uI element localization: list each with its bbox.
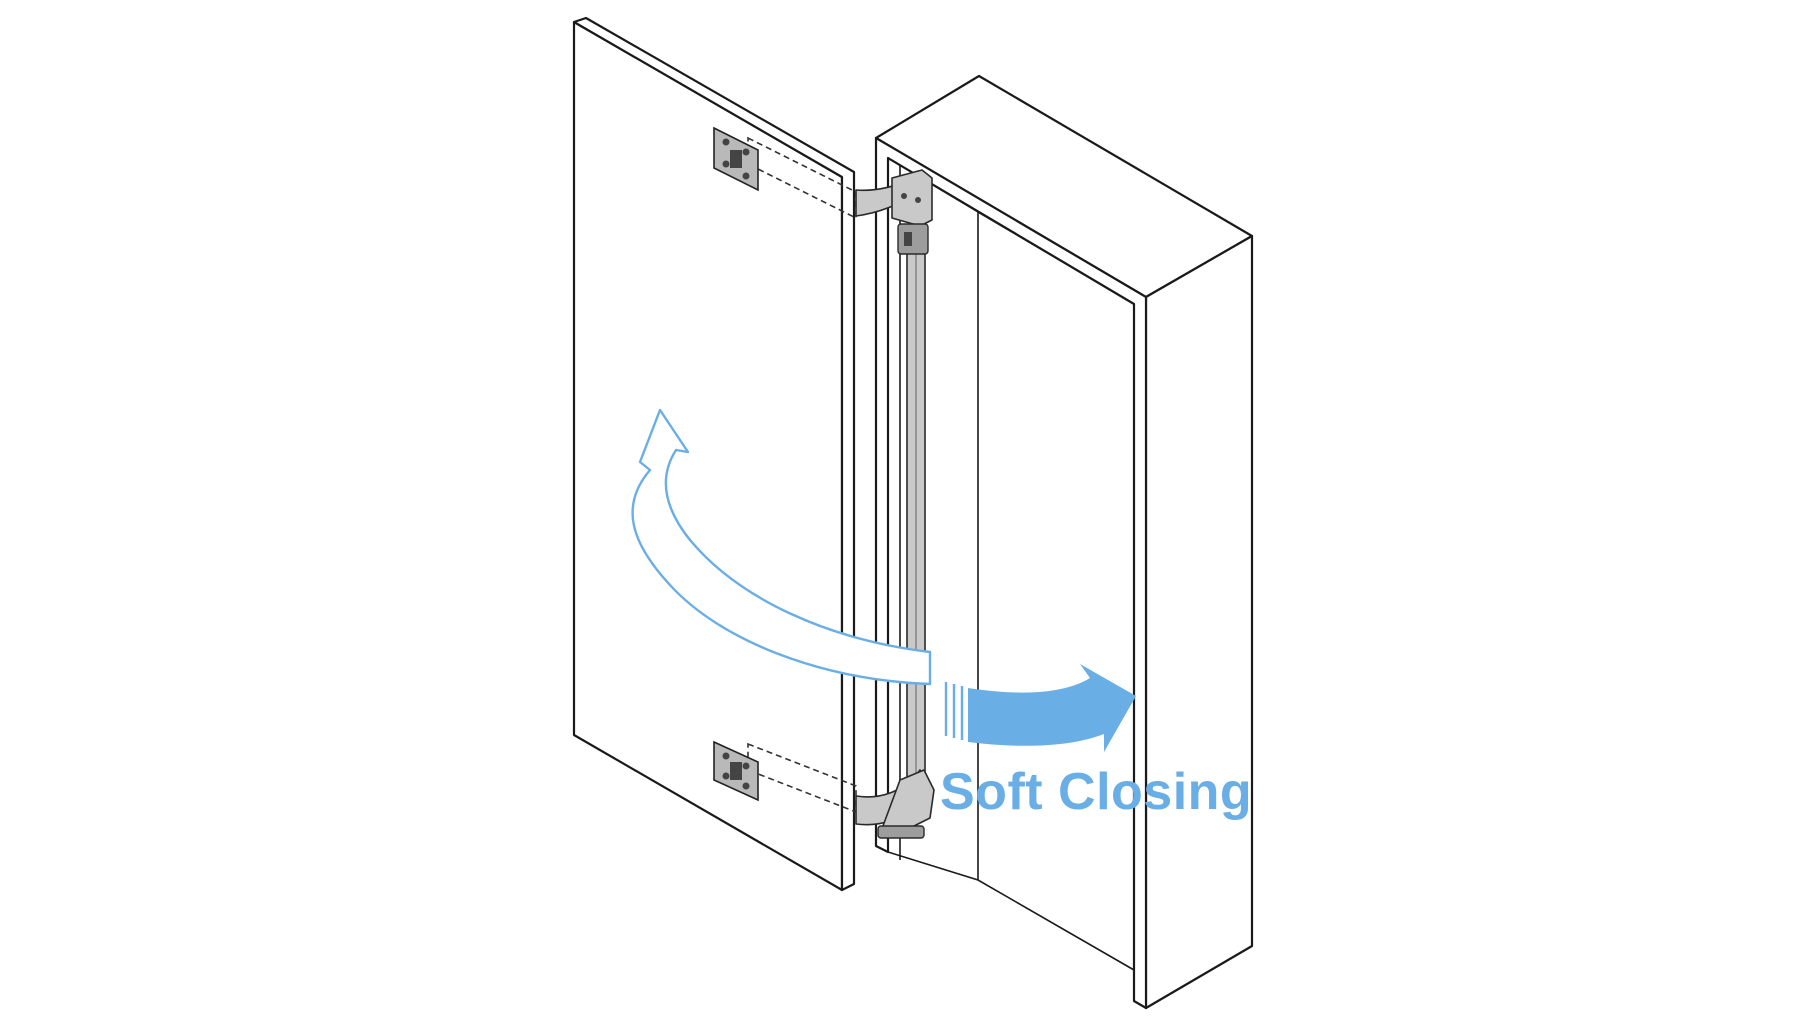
bottom-hinge [713, 740, 935, 839]
soft-closing-label: Soft Closing [940, 763, 1253, 821]
cabinet-side-face [1144, 234, 1254, 1010]
closing-motion-arrow [631, 408, 1136, 752]
arrow-solid-head [968, 664, 1136, 752]
door [572, 16, 856, 892]
hinge-rod [906, 237, 926, 787]
cabinet [874, 74, 1254, 1010]
arrow-outline-band [631, 408, 932, 686]
top-hinge-body [891, 169, 933, 227]
top-hinge [713, 126, 933, 255]
door-edge [572, 16, 856, 892]
